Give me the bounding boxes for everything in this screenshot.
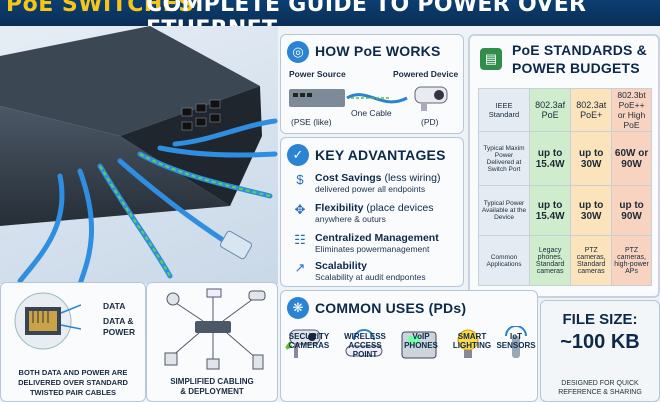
advantage-desc: Eliminates powermanagement (315, 244, 430, 254)
lightbulb-icon: ◎ (287, 41, 309, 63)
table-cell: 60W or 90W (611, 131, 652, 186)
scale-up-icon: ↗ (294, 260, 306, 275)
table-row: Typical Maxim Power Delivered at Switch … (478, 131, 652, 186)
cabling-caption-1: SIMPLIFIED CABLING (170, 377, 254, 386)
chart-icon: ▤ (480, 48, 502, 70)
table-row: Typical Power Available at the Device up… (478, 185, 652, 236)
powered-device-label: Powered Device (393, 69, 459, 79)
table-cell: Typical Maxim Power Delivered at Switch … (478, 131, 530, 186)
phone-icon (401, 331, 437, 359)
uses-icons (285, 326, 527, 359)
table-cell: Common Applications (478, 235, 530, 286)
table-cell: Legacy phones, Standard cameras (528, 235, 572, 286)
data-label: DATA (103, 301, 126, 311)
title-part1: PoE SWITCHES: (6, 0, 204, 17)
caption-line-3: TWISTED PAIR CABLES (29, 388, 117, 397)
advantage-title: Scalability (315, 260, 367, 272)
file-size-panel: FILE SIZE: ~100 KB DESIGNED FOR QUICK RE… (540, 300, 660, 402)
pse-to-pd-diagram (289, 86, 448, 111)
file-size-value: ~100 KB (560, 331, 640, 353)
light-bulb-icon (457, 329, 479, 358)
table-cell: up to 15.4W (528, 185, 572, 236)
how-heading: HOW PoE WORKS (315, 43, 441, 59)
standards-heading: PoE STANDARDS & (512, 42, 647, 58)
table-row: Common Applications Legacy phones, Stand… (478, 235, 652, 286)
use-security-cameras: SECURITY CAMERAS (288, 332, 330, 350)
simplified-cabling-panel: SIMPLIFIED CABLING & DEPLOYMENT (146, 282, 278, 402)
one-cable-label: One Cable (351, 108, 392, 118)
access-point-icon (345, 329, 383, 357)
how-poe-works-panel: ◎ HOW PoE WORKS Power Source Powered Dev… (280, 34, 464, 134)
table-cell: up to 30W (570, 185, 613, 236)
uses-heading: COMMON USES (PDs) (315, 300, 467, 316)
caption-line-1: BOTH DATA AND POWER ARE (18, 368, 128, 377)
cabling-caption-2: & DEPLOYMENT (180, 387, 244, 396)
advantage-title: Flexibility (315, 202, 364, 214)
advantage-title: Centralized Management (315, 232, 439, 244)
table-cell: IEEE Standard (478, 88, 530, 132)
table-cell: 802.3at PoE+ (570, 88, 613, 132)
hierarchy-icon: ☷ (294, 232, 306, 247)
standards-heading-2: POWER BUDGETS (512, 60, 640, 76)
pse-label: (PSE (like) (291, 117, 332, 127)
table-cell: 802.3af PoE (528, 88, 572, 132)
data-power-panel: DATA DATA & POWER BOTH DATA AND POWER AR… (0, 282, 146, 402)
advantage-desc: Scalability at audit endpontes (315, 272, 426, 282)
table-cell: 802.3bt PoE++ or High PoE (611, 88, 652, 132)
power-source-label: Power Source (289, 69, 346, 79)
use-iot-sensors: IoT SENSORS (496, 332, 536, 350)
title-bar: PoE SWITCHES: COMPLETE GUIDE TO POWER OV… (0, 0, 660, 42)
use-wireless-ap: WIRELESS ACCESS POINT (344, 332, 386, 359)
advantages-heading: KEY ADVANTAGES (315, 147, 446, 163)
data-power-label-1: DATA & (103, 316, 134, 326)
iot-sensor-icon (505, 326, 527, 358)
security-camera-icon (285, 329, 321, 358)
use-smart-lighting: SMART LIGHTING (452, 332, 492, 350)
key-advantages-panel: ✓ KEY ADVANTAGES $ Cost Savings (less wi… (280, 137, 464, 287)
table-cell: PTZ cameras, Standard cameras (570, 235, 613, 286)
thumbs-up-icon: ✓ (287, 144, 309, 166)
table-row: IEEE Standard 802.3af PoE 802.3at PoE+ 8… (478, 88, 652, 132)
standards-table: IEEE Standard 802.3af PoE 802.3at PoE+ 8… (478, 88, 652, 286)
rj45-port-icon (14, 292, 81, 350)
advantage-title: Cost Savings (315, 172, 382, 184)
table-cell: up to 30W (570, 131, 613, 186)
dollar-icon: $ (296, 172, 304, 187)
file-note: DESIGNED FOR QUICK REFERENCE & SHARING (558, 380, 642, 396)
table-cell: PTZ cameras, high-power APs (611, 235, 652, 286)
move-arrows-icon: ✥ (294, 202, 306, 217)
network-icon: ❋ (287, 297, 309, 319)
use-voip-phones: VoIP PHONES (404, 332, 438, 350)
switch-illustration (0, 26, 278, 284)
cabling-diagram (164, 288, 266, 370)
advantage-suffix: (less wiring) (381, 172, 441, 184)
advantage-desc: delivered power all endpoints (315, 184, 426, 194)
advantage-desc: anywhere & outurs (315, 214, 386, 224)
poe-standards-panel: ▤ PoE STANDARDS & POWER BUDGETS IEEE Sta… (468, 34, 660, 298)
advantage-suffix: (place devices (363, 202, 434, 214)
pd-label: (PD) (421, 117, 439, 127)
file-size-label: FILE SIZE: (562, 311, 638, 328)
table-cell: up to 15.4W (528, 131, 572, 186)
table-cell: Typical Power Available at the Device (478, 185, 530, 236)
table-cell: up to 90W (611, 185, 652, 236)
data-power-label-2: POWER (103, 327, 136, 337)
caption-line-2: DELIVERED OVER STANDARD (18, 378, 128, 387)
